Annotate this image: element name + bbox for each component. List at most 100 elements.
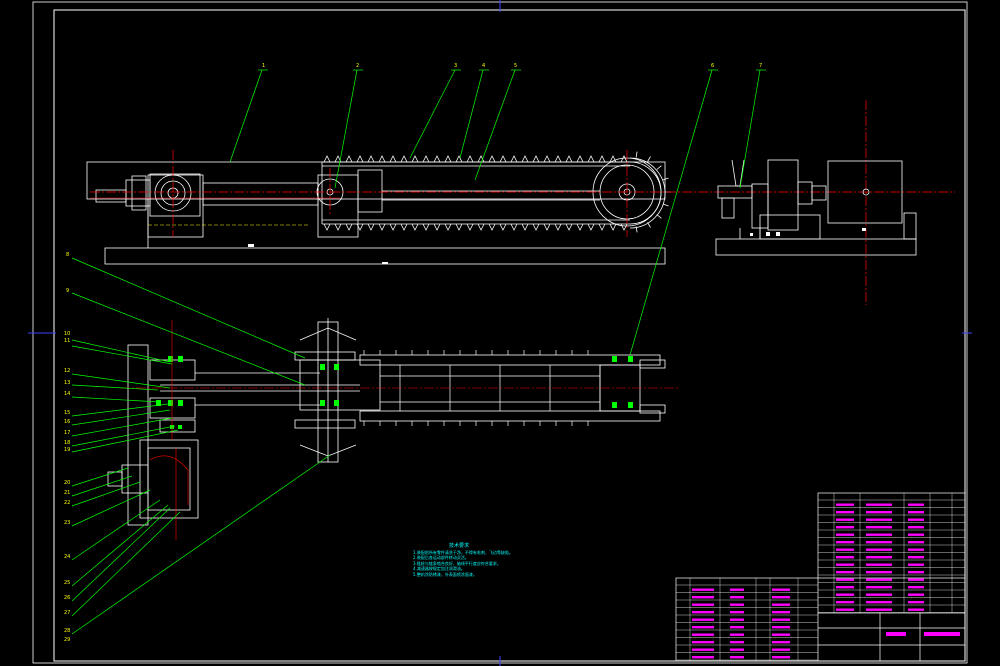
bom-cell-text [866,503,892,506]
chain-tooth [565,155,573,163]
bom-cell-text [866,601,892,604]
gearbox [139,439,199,519]
balloon-top-6: 6 [711,63,715,69]
bom-cell-text [692,626,714,629]
chain-tooth [543,223,551,231]
bom-cell-text [836,593,854,596]
bom-cell-text [866,608,892,611]
chain-tooth [532,223,540,231]
chain-tooth [598,155,606,163]
balloon-plan-23: 23 [64,520,71,526]
bom-cell-text [772,603,790,606]
chain-tooth [554,223,562,231]
bom-cell-text [866,578,892,581]
balloon-plan-16: 16 [64,419,71,425]
chain-tooth [444,223,452,231]
gearbox-hidden [149,320,189,540]
chain-tooth [455,155,463,163]
bom-cell-text [730,641,744,644]
chain-tooth [433,223,441,231]
drawing-title-text [924,632,960,636]
chain-tooth [378,223,386,231]
balloon-top-4: 4 [482,63,486,69]
bom-cell-text [866,541,892,544]
bom-cell-text [908,526,924,529]
chain-tooth [477,223,485,231]
chain-tooth [576,155,584,163]
note-line: 3.链轮与链条啮合良好，轴线平行度应符合要求。 [413,560,501,566]
bearings [156,356,633,429]
chain-tooth [532,155,540,163]
bom-cell-text [692,618,714,621]
bom-cell-text [730,648,744,651]
bom-cell-text [836,518,854,521]
chain-tooth [510,223,518,231]
balloon-top-2: 2 [356,63,360,69]
bom-cell-text [772,611,790,614]
chain-tooth [345,155,353,163]
bom-cell-text [866,533,892,536]
technical-notes: 技术要求 1.装配前所有零件清洗干净，不得有毛刺、飞边等缺陷。 2.装配后各运动… [413,543,543,578]
bom-cell-text [730,603,744,606]
bom-cell-text [730,596,744,599]
bom-cell-text [866,586,892,589]
chain-tooth [565,223,573,231]
bom-cell-text [908,593,924,596]
bom-cell-text [866,556,892,559]
chain-tooth [554,155,562,163]
chain-tooth [356,223,364,231]
frame-centering-marks [28,0,972,666]
balloon-plan-19: 19 [64,447,71,453]
balloon-plan-29: 29 [64,637,71,643]
bom-cell-text [772,648,790,651]
balloon-plan-26: 26 [64,595,71,601]
bom-cell-text [772,596,790,599]
chain-tooth [411,155,419,163]
plan-chain-teeth [363,350,589,426]
bom-cell-text [836,511,854,514]
bom-cell-text [908,503,924,506]
plan-view-leaders [71,257,331,635]
chain-tooth [587,223,595,231]
bom-cell-text [866,548,892,551]
bom-cell-text [836,541,854,544]
bom-cell-text [692,648,714,651]
bom-cell-text [866,593,892,596]
chain-tooth [488,223,496,231]
bom-cell-text [866,571,892,574]
chain-tooth [609,155,617,163]
bom-cell-text [772,588,790,591]
bom-cell-text [836,608,854,611]
chain-tooth [411,223,419,231]
bom-cell-text [730,656,744,659]
balloon-plan-10: 10 [64,331,71,337]
chain-tooth [477,155,485,163]
base-frame [86,161,666,200]
chain-tooth [466,155,474,163]
balloon-plan-28: 28 [64,628,71,634]
note-line: 2.装配后各运动部件转动灵活。 [413,555,469,561]
support-plate [127,344,149,526]
front-view-centerlines [90,100,955,305]
chain-tooth [609,223,617,231]
title-block [675,492,966,662]
bom-cell-text [908,578,924,581]
chain-tooth [499,223,507,231]
chain-tooth [400,223,408,231]
chain-tooth [543,155,551,163]
bom-cell-text [772,633,790,636]
chain-tooth [400,155,408,163]
chain-tooth [587,155,595,163]
chain-tooth [635,151,638,158]
chain-tooth [647,222,651,228]
bill-of-materials-text [692,503,960,659]
balloon-plan-9: 9 [66,288,70,294]
bom-cell-text [908,601,924,604]
bom-cell-text [772,618,790,621]
bom-cell-text [772,641,790,644]
chain-tooth [367,155,375,163]
chain-tooth [444,155,452,163]
chain-tooth [620,155,628,163]
chain-tooth [466,223,474,231]
notes-title: 技术要求 [449,543,470,549]
